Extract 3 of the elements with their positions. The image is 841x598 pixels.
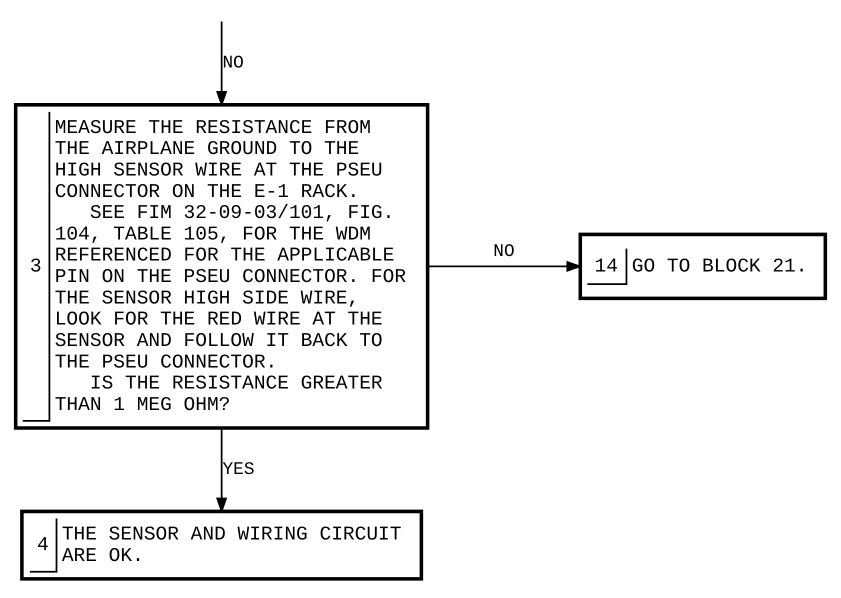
edge-label: YES	[222, 460, 254, 480]
edge-label: NO	[222, 53, 244, 74]
edge-label: NO	[493, 241, 515, 262]
